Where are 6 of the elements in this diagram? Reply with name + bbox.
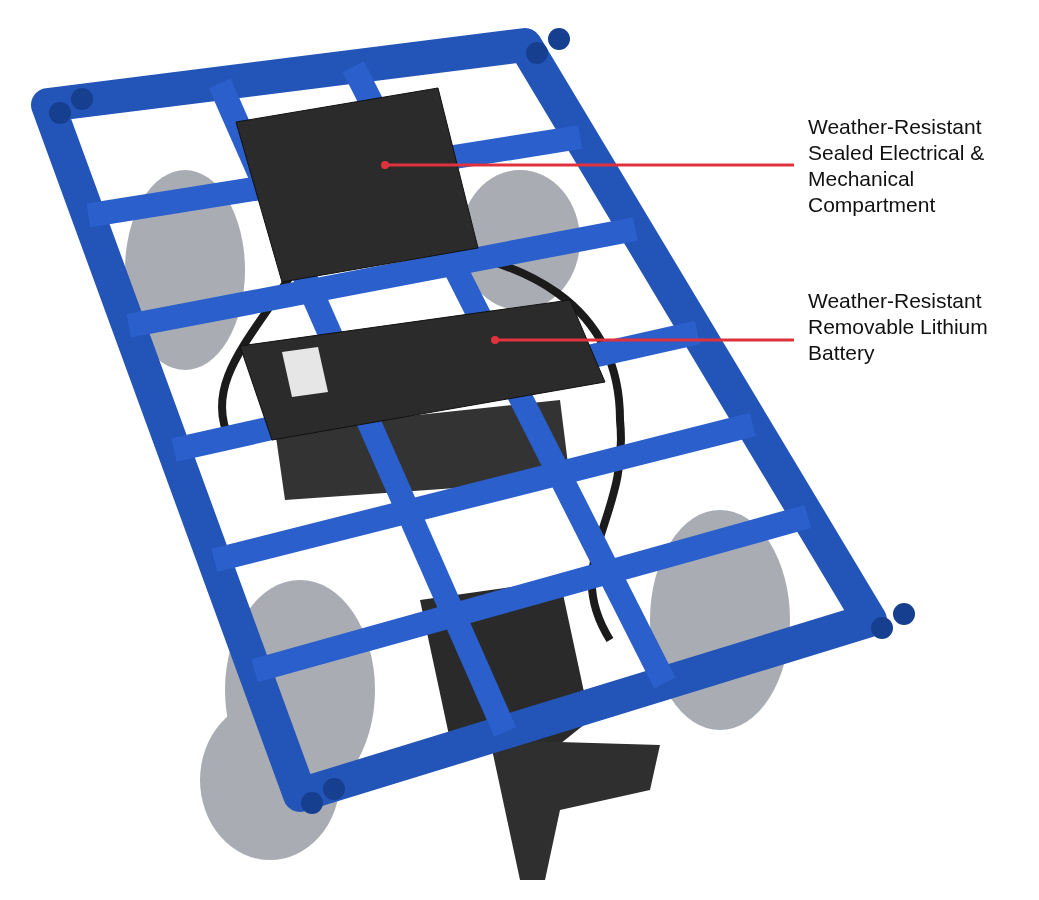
callout-label: Weather-Resistant Sealed Electrical & Mechanical Compartment xyxy=(808,114,996,218)
leader-line xyxy=(491,336,794,344)
battery-box xyxy=(239,299,606,441)
callout-label: Weather-Resistant Removable Lithium Battery xyxy=(808,288,996,366)
compartment-box xyxy=(235,87,479,283)
leader-line xyxy=(381,161,794,169)
